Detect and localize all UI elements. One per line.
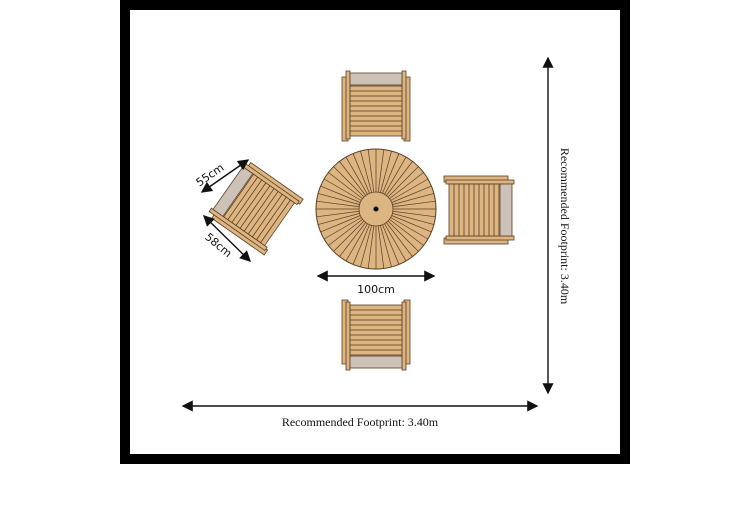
table-slat xyxy=(391,215,432,233)
parasol-hole xyxy=(373,206,379,212)
table-slat xyxy=(390,178,429,201)
table-diameter-label: 100cm xyxy=(357,283,395,296)
table-slat xyxy=(367,225,375,269)
chair-bottom xyxy=(341,299,411,371)
table-slat xyxy=(384,223,407,262)
table-slat xyxy=(367,149,375,193)
round-table xyxy=(315,148,437,270)
table-slat xyxy=(380,225,392,268)
table-slat xyxy=(316,200,360,208)
table-slat xyxy=(317,213,360,225)
chair-top xyxy=(341,70,411,142)
table-slat xyxy=(380,150,392,193)
table-slat xyxy=(328,172,363,199)
table-slat xyxy=(352,153,370,194)
table-slat xyxy=(323,217,362,240)
table-slat xyxy=(352,224,370,265)
table-slat xyxy=(339,222,366,257)
table-slat xyxy=(328,219,363,246)
table-slat xyxy=(387,166,419,198)
table-slat xyxy=(339,161,366,196)
table-slat xyxy=(323,178,362,201)
chair-depth-label: 58cm xyxy=(202,230,234,260)
chair-width-label: 55cm xyxy=(194,161,227,189)
table-slat xyxy=(392,193,435,205)
table-slat xyxy=(386,161,413,196)
table-slat xyxy=(360,225,372,268)
table-slat xyxy=(389,219,424,246)
chair-right xyxy=(443,175,515,245)
table-slat xyxy=(389,172,424,199)
table-slat xyxy=(390,217,429,240)
table-slat xyxy=(360,150,372,193)
table-slat xyxy=(392,213,435,225)
chair-width-arrow xyxy=(200,159,250,193)
table-slat xyxy=(316,210,360,218)
table-slat xyxy=(320,215,361,233)
table-slat xyxy=(392,210,436,218)
table-slat xyxy=(320,185,361,203)
table-slat xyxy=(382,224,400,265)
table-slat xyxy=(392,200,436,208)
table-slat xyxy=(377,149,385,193)
table-slat xyxy=(386,222,413,257)
table-slat xyxy=(377,225,385,269)
table-slat xyxy=(345,223,368,262)
horizontal-footprint-label: Recommended Footprint: 3.40m xyxy=(282,415,439,429)
table-slat xyxy=(333,166,365,198)
table-slat xyxy=(382,153,400,194)
vertical-footprint-label: Recommended Footprint: 3.40m xyxy=(558,148,572,305)
table-slat xyxy=(387,220,419,252)
table-slat xyxy=(391,185,432,203)
table-slat xyxy=(317,193,360,205)
table-slat xyxy=(333,220,365,252)
table-slat xyxy=(345,156,368,195)
table-slat xyxy=(384,156,407,195)
chair-depth-arrow xyxy=(202,215,252,262)
